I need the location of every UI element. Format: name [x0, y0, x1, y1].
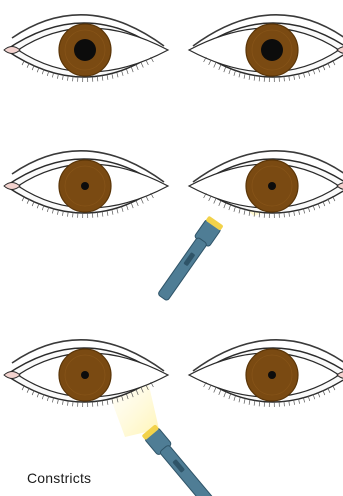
eye-row3-right	[189, 340, 343, 407]
flashlight-body	[159, 444, 213, 496]
pupil-constricted	[81, 182, 89, 190]
eye-row1-left	[4, 15, 168, 82]
eye-row2-right	[189, 151, 343, 218]
pupil-constricted	[81, 371, 89, 379]
flashlight-body	[157, 237, 207, 301]
flashlight-left	[142, 424, 216, 496]
pupil-dilated	[261, 39, 283, 61]
flashlight-right	[155, 216, 224, 303]
eye-row2-left	[4, 151, 168, 218]
pupil-constricted	[268, 371, 276, 379]
eyes	[4, 15, 343, 407]
flashlights	[142, 216, 224, 496]
pupil-constricted	[268, 182, 276, 190]
eye-row1-right	[189, 15, 343, 82]
pupil-dilated	[74, 39, 96, 61]
caption-constricts: Constricts	[27, 470, 91, 486]
